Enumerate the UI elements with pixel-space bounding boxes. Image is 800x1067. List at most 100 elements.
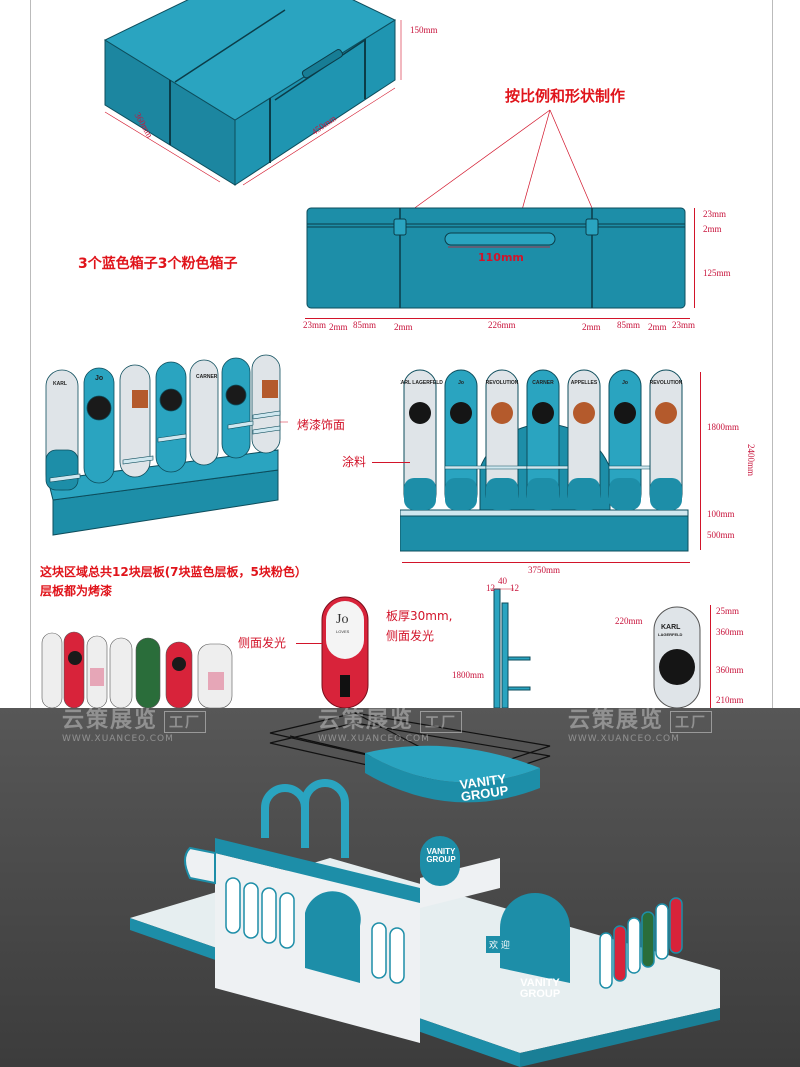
lounge-brand-line1: VANITY (520, 977, 560, 989)
front-panel-base (404, 478, 436, 510)
jo-panel-detail: Jo LOVES (321, 596, 369, 708)
svg-text:KARL: KARL (661, 624, 681, 631)
karl-panel-detail: KARL LAGERFELD (653, 606, 701, 708)
box-dim-right-1: 2mm (703, 224, 722, 234)
front-panel-brand: Jo (458, 380, 464, 386)
counter-brand-line1: VANITY (426, 847, 456, 856)
side-dim-12a: 12 (486, 583, 495, 593)
wall-dim-2400: 2400mm (746, 443, 757, 477)
front-panel-base (568, 478, 600, 510)
karl-dim-360b: 360mm (716, 665, 744, 675)
karl-dim-25: 25mm (716, 606, 740, 616)
front-shelf (444, 465, 487, 470)
side-dim-12b: 12 (510, 583, 519, 593)
karl-dim-360a: 360mm (716, 627, 744, 637)
booth-render-svg (0, 708, 800, 1067)
frame-left-line (30, 0, 31, 708)
note-shelves-line2: 层板都为烤漆 (40, 584, 113, 598)
note-side-light-left: 侧面发光 (238, 636, 287, 650)
box-dim-bottom-4: 226mm (488, 320, 516, 330)
box-dim-bottom-8: 23mm (672, 320, 696, 330)
front-shelf (608, 465, 651, 470)
jo-brand-mark: Jo (336, 612, 348, 627)
front-panel-visual (614, 402, 636, 424)
note-boxes: 3个蓝色箱子3个粉色箱子 (78, 256, 238, 272)
watermark-left-box: 工厂 (164, 711, 207, 733)
front-panel-brand: REVOLUTION (486, 380, 519, 386)
side-dim-1800: 1800mm (452, 670, 485, 680)
display-wall-pink-variant (41, 631, 233, 708)
front-panel-base (486, 478, 518, 510)
watermark-right-box: 工厂 (670, 711, 713, 733)
front-panel-brand: KARL LAGERFELD (400, 380, 443, 386)
box-dim-bottom-7: 2mm (648, 322, 667, 332)
front-panel-visual (532, 402, 554, 424)
label-coating: 涂料 (342, 455, 367, 469)
svg-text:LOVES: LOVES (336, 629, 350, 634)
box-dim-right-0: 23mm (703, 209, 727, 219)
box-3d-drawing (103, 0, 402, 186)
front-panel-brand: Jo (622, 380, 628, 386)
watermark-center-url: WWW.XUANCEO.COM (318, 734, 430, 744)
watermark-left-url: WWW.XUANCEO.COM (62, 734, 174, 744)
karl-dim-210: 210mm (716, 695, 744, 705)
karl-dim-line (710, 605, 711, 708)
counter-brand-line2: GROUP (426, 855, 456, 864)
front-panel-base (650, 478, 682, 510)
note-proportion: 按比例和形状制作 (505, 87, 626, 105)
box-dim-bottom-6: 85mm (617, 320, 641, 330)
wall-dim-100: 100mm (707, 509, 735, 519)
box-dim-bottom-5: 2mm (582, 322, 601, 332)
svg-text:LAGERFELD: LAGERFELD (658, 632, 683, 637)
svg-text:CARNER: CARNER (196, 374, 218, 380)
front-panel-visual (573, 402, 595, 424)
counter-sign-brand: VANITY GROUP (422, 848, 460, 864)
note-side-light-right: 侧面发光 (386, 629, 435, 643)
wall-dim-500: 500mm (707, 530, 735, 540)
front-panel-visual (409, 402, 431, 424)
display-wall-front: KARL LAGERFELD Jo REVOLUTION CARNER APPELLES… (400, 369, 689, 552)
box-dim-bottom-1: 2mm (329, 322, 348, 332)
lounge-brand-line2: GROUP (519, 988, 561, 1000)
watermark-left: 云策展览工厂 WWW.XUANCEO.COM (62, 708, 207, 744)
box-dim-height: 150mm (410, 25, 438, 35)
display-wall-perspective: KARL Jo CARNER (45, 354, 288, 536)
welcome-sign: 欢 迎 (486, 936, 513, 953)
front-panel-visual (491, 402, 513, 424)
svg-text:Jo: Jo (95, 375, 103, 382)
label-paint-finish: 烤漆饰面 (297, 418, 346, 432)
note-shelves-line1: 这块区域总共12块层板(7块蓝色层板，5块粉色） (40, 565, 307, 579)
lounge-sign-brand: VANITY GROUP (510, 978, 570, 1000)
wall-dim-1800: 1800mm (707, 422, 740, 432)
watermark-center-box: 工厂 (420, 711, 463, 733)
box-dim-bottom-line (305, 318, 690, 319)
box-dim-bottom-3: 2mm (394, 322, 413, 332)
box-dim-handle: 110mm (478, 251, 524, 264)
side-light-leader (296, 643, 322, 644)
front-panel-base (527, 478, 559, 510)
watermark-right-url: WWW.XUANCEO.COM (568, 734, 680, 744)
watermark-left-text: 云策展览 (62, 708, 159, 733)
front-panel-base (445, 478, 477, 510)
karl-dim-220: 220mm (615, 616, 643, 626)
box-dim-right-line (694, 208, 695, 308)
watermark-center-text: 云策展览 (318, 708, 415, 733)
box-front-view (306, 207, 686, 309)
booth-3d-render: VANITY GROUP VANITY GROUP VANITY GROUP 欢… (0, 708, 800, 1067)
wall-dim-3750: 3750mm (528, 565, 561, 575)
front-shelf (485, 465, 528, 470)
watermark-right: 云策展览工厂 WWW.XUANCEO.COM (568, 708, 713, 744)
front-shelf (526, 465, 569, 470)
frame-right-line (772, 0, 773, 708)
side-dim-40: 40 (498, 576, 507, 586)
box-dim-bottom-0: 23mm (303, 320, 327, 330)
svg-text:KARL: KARL (53, 381, 67, 387)
panel-side-profile (490, 588, 531, 708)
front-panel-brand: REVOLUTION (650, 380, 683, 386)
front-panel-brand: APPELLES (571, 380, 598, 386)
watermark-center: 云策展览工厂 WWW.XUANCEO.COM (318, 708, 463, 744)
wall-dim-line (700, 372, 701, 550)
note-thickness: 板厚30mm, (386, 609, 453, 623)
watermark-right-text: 云策展览 (568, 708, 665, 733)
front-panel-brand: CARNER (532, 380, 554, 386)
